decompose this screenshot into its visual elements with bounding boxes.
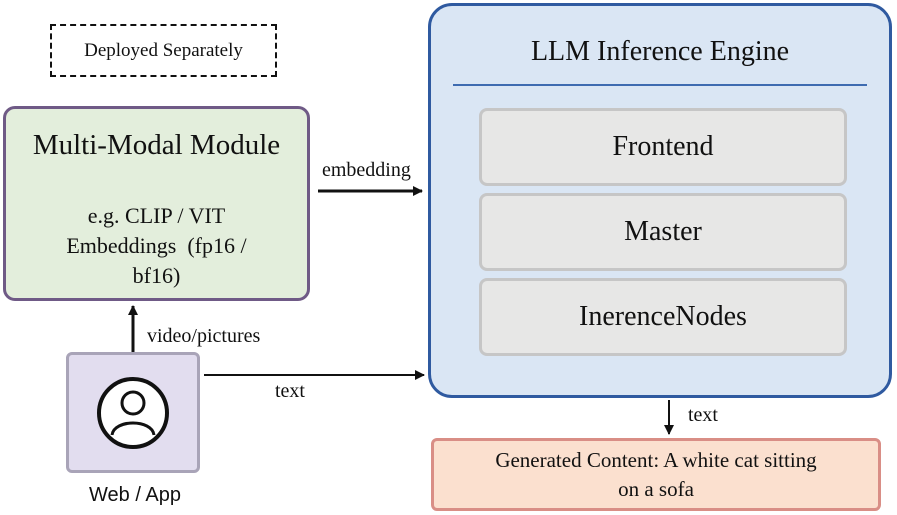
legend-label: Deployed Separately <box>84 39 243 61</box>
multi-modal-desc-line: e.g. CLIP / VIT <box>87 203 226 228</box>
web-app-client <box>66 352 200 473</box>
inference-nodes-module: InerenceNodes <box>479 278 847 356</box>
frontend-module: Frontend <box>479 108 847 186</box>
multi-modal-desc-line: bf16) <box>132 263 181 288</box>
engine-divider <box>453 84 867 86</box>
video-pictures-label: video/pictures <box>147 325 261 347</box>
web-app-label: Web / App <box>89 484 181 506</box>
generated-content-line: on a sofa <box>618 476 694 501</box>
embedding-label: embedding <box>322 159 411 181</box>
generated-content-line: Generated Content: A white cat sitting <box>495 447 817 472</box>
multi-modal-description: e.g. CLIP / VIT Embeddings (fp16 / bf16) <box>46 201 267 291</box>
multi-modal-title: Multi-Modal Module <box>32 129 281 161</box>
engine-title: LLM Inference Engine <box>530 36 790 67</box>
multi-modal-module: Multi-Modal Module e.g. CLIP / VIT Embed… <box>3 106 310 301</box>
master-module: Master <box>479 193 847 271</box>
multi-modal-desc-line: Embeddings (fp16 / <box>66 233 247 258</box>
llm-inference-engine: LLM Inference Engine Frontend Master Ine… <box>428 3 892 398</box>
deployed-separately-legend: Deployed Separately <box>50 24 277 77</box>
text-input-label: text <box>275 380 305 402</box>
generated-content-box: Generated Content: A white cat sitting o… <box>431 438 881 511</box>
text-output-label: text <box>688 404 718 426</box>
user-icon <box>97 377 169 449</box>
